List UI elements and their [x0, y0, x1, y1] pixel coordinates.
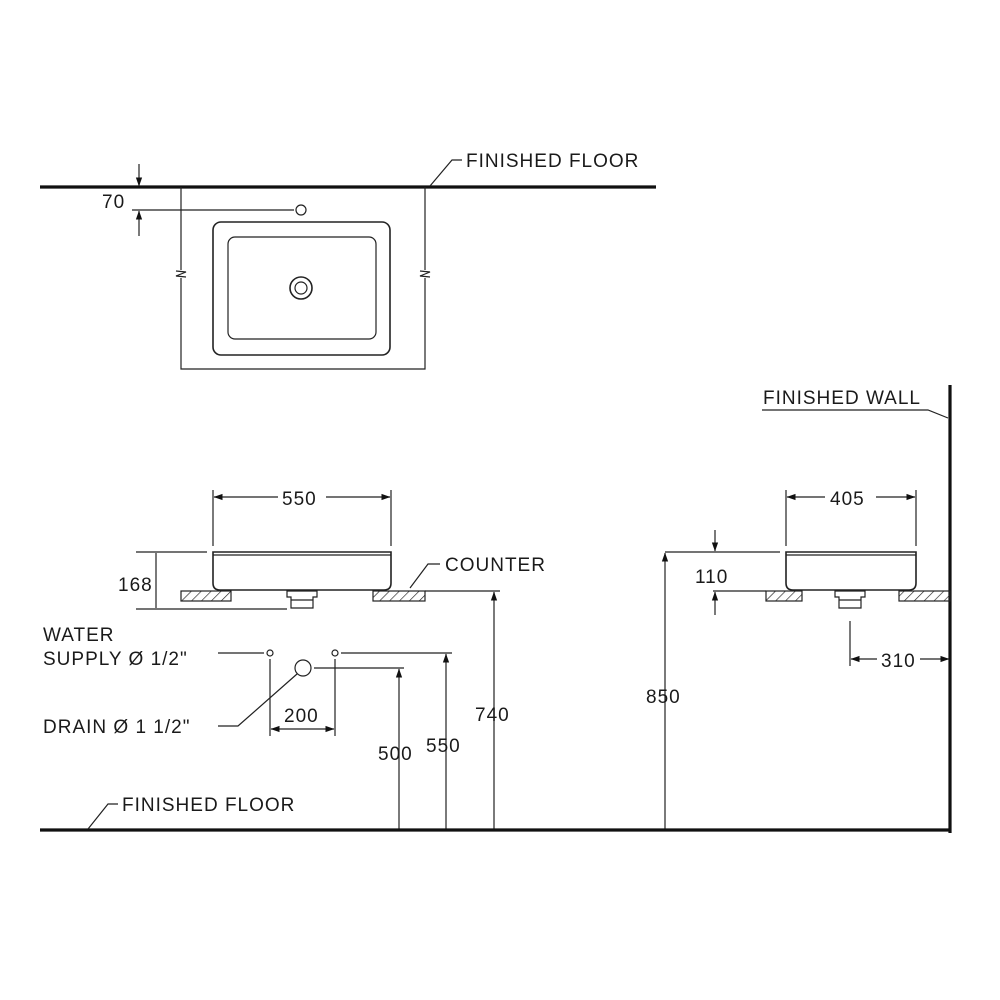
- break-mark-right: [419, 270, 431, 278]
- drain-leader: [218, 673, 298, 727]
- drain-fitting-side: [834, 590, 866, 609]
- basin-outer-plan: [212, 221, 391, 356]
- water-supply-label-2: SUPPLY Ø 1/2": [43, 649, 188, 670]
- drain-inner-plan: [294, 281, 308, 295]
- water-supply-right: [331, 649, 339, 657]
- dim-front-height-label: 168: [118, 575, 153, 596]
- basin-front: [212, 551, 392, 591]
- basin-inner-plan: [227, 236, 377, 340]
- dim-supply-height-label: 550: [426, 736, 461, 757]
- break-mark-left: [175, 270, 187, 278]
- drain-label: DRAIN Ø 1 1/2": [43, 717, 190, 738]
- drain-pipe-front: [294, 659, 312, 677]
- plan-view: 70 FINISHED FLOOR: [40, 151, 656, 370]
- leader-finished-floor-bottom: [87, 803, 118, 830]
- tap-hole: [295, 204, 307, 216]
- leader-finished-floor-top: [429, 159, 462, 187]
- counter-hatch-right: [372, 590, 426, 602]
- leader-counter: [409, 563, 440, 589]
- finished-floor-bottom-label: FINISHED FLOOR: [122, 795, 295, 816]
- counter-label: COUNTER: [445, 555, 546, 576]
- dim-basin-top-height-label: 850: [646, 687, 681, 708]
- dim-supply-spacing-label: 200: [284, 706, 319, 727]
- dim-drain-wall-label: 310: [881, 651, 916, 672]
- side-counter-hatch-right: [898, 590, 951, 602]
- counter-hatch-left: [180, 590, 232, 602]
- side-counter-hatch-left: [765, 590, 803, 602]
- leader-finished-wall: [762, 409, 949, 419]
- front-elevation: 550 168 COUNTER 740 200 500 550 WATER: [43, 489, 546, 829]
- basin-side: [785, 551, 917, 591]
- floor: FINISHED FLOOR: [40, 795, 950, 832]
- dim-front-width-label: 550: [282, 489, 317, 510]
- dim-tap-offset-label: 70: [102, 192, 125, 213]
- counter-outline-plan: [180, 187, 426, 370]
- dim-side-depth-label: 405: [830, 489, 865, 510]
- finished-floor-top-label: FINISHED FLOOR: [466, 151, 639, 172]
- drain-fitting-front: [286, 590, 318, 609]
- finished-wall-label: FINISHED WALL: [763, 388, 921, 409]
- dim-counter-height-label: 740: [475, 705, 510, 726]
- water-supply-left: [266, 649, 274, 657]
- side-elevation: FINISHED WALL 405 110 850 310: [646, 385, 952, 833]
- water-supply-label-1: WATER: [43, 625, 115, 646]
- drain-outer-plan: [289, 276, 313, 300]
- dim-drain-height-label: 500: [378, 744, 413, 765]
- dim-side-height-label: 110: [695, 567, 728, 588]
